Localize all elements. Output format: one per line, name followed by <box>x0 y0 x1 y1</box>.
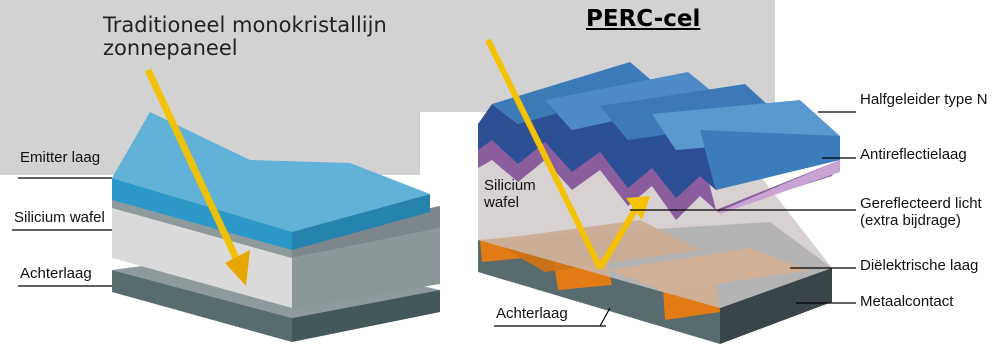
silicon-wafer-side <box>292 228 440 308</box>
antireflection-label: Antireflectielaag <box>860 146 967 163</box>
silicon-wafer-label: Silicium wafel <box>14 209 105 226</box>
reflected-light-label-line1: Gereflecteerd licht <box>860 195 982 212</box>
reflected-light-label: Gereflecteerd licht (extra bijdrage) <box>860 195 982 229</box>
dielectric-layer-label: Diëlektrische laag <box>860 257 979 274</box>
perc-silicon-label: Silicium wafel <box>484 177 536 211</box>
back-layer-label: Achterlaag <box>20 265 92 282</box>
perc-silicon-label-line1: Silicium <box>484 177 536 194</box>
emitter-layer-label: Emitter laag <box>20 149 101 166</box>
emitter-layer-side <box>292 194 430 250</box>
light-beam-left <box>144 68 240 260</box>
left-panel-title-line2: zonnepaneel <box>103 36 238 60</box>
back-layer-side <box>292 290 440 342</box>
perc-silicon-label-line2: wafel <box>484 193 520 211</box>
perc-cell-illustration <box>478 38 856 344</box>
background-panel <box>0 0 775 175</box>
emitter-layer-top <box>112 112 430 232</box>
n-type-ridge-1 <box>492 62 658 124</box>
reflected-light-arrowhead <box>626 196 650 220</box>
antireflection-light-edge <box>718 160 840 214</box>
metal-contact-label: Metaalcontact <box>860 293 954 310</box>
light-beam-right-incoming <box>485 38 603 270</box>
emitter-layer-front <box>112 178 292 250</box>
n-type-ridge-2 <box>545 72 720 130</box>
silicon-wafer-front <box>112 208 292 308</box>
perc-back-layer-label: Achterlaag <box>496 305 568 322</box>
back-layer-front <box>112 270 292 342</box>
metal-contact-side <box>720 268 832 344</box>
right-panel-title: PERC-cel <box>586 6 701 32</box>
perc-back-label-pointer <box>599 307 611 327</box>
traditional-panel-illustration <box>12 68 440 342</box>
n-type-ridge-5 <box>700 130 840 190</box>
left-panel-title: Traditioneel monokristallijn zonnepaneel <box>103 14 387 60</box>
n-type-label: Halfgeleider type N <box>860 91 988 108</box>
light-beam-left-arrowhead <box>225 250 250 286</box>
reflected-light-label-line2: (extra bijdrage) <box>860 211 961 229</box>
light-beam-right-reflected <box>597 200 643 270</box>
left-panel-title-line1: Traditioneel monokristallijn <box>103 13 387 37</box>
